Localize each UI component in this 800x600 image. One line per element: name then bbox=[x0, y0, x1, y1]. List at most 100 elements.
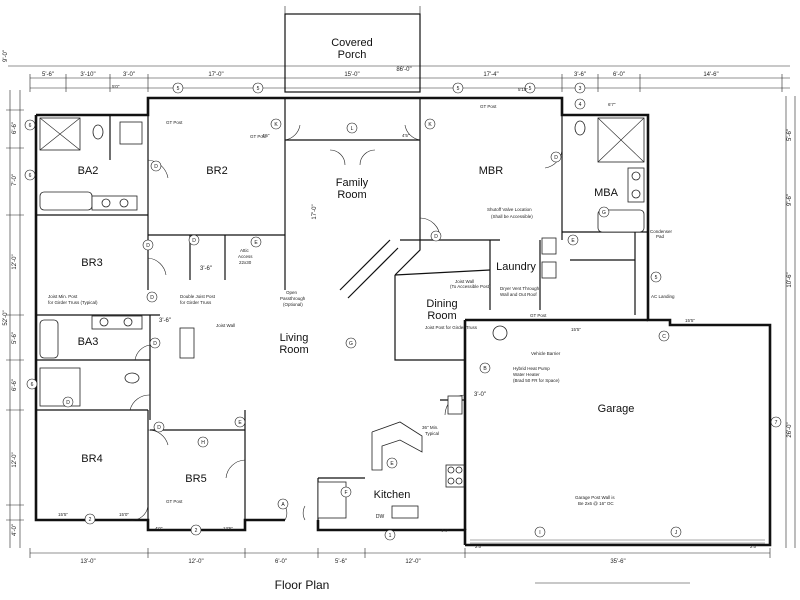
height-1: 5'0" bbox=[112, 84, 120, 89]
dim-bottom-5: 12'-0" bbox=[405, 559, 420, 565]
height-12: 4'4" bbox=[441, 528, 449, 533]
room-mba: MBA bbox=[594, 187, 619, 199]
tag-j: J bbox=[670, 526, 682, 538]
ba2-toilet bbox=[92, 124, 104, 140]
tag-5-5: 5 bbox=[650, 271, 662, 283]
svg-text:6: 6 bbox=[31, 382, 34, 388]
svg-text:D: D bbox=[154, 164, 158, 170]
dim-bottom-3: 6'-0" bbox=[275, 559, 287, 565]
fireplace bbox=[179, 327, 195, 359]
mba-tub bbox=[597, 209, 645, 233]
dim-left-1: 6'-6" bbox=[12, 122, 18, 134]
tag-4: 4 bbox=[574, 98, 586, 110]
room-living-2: Room bbox=[279, 344, 308, 356]
note-condenser-2: Pad bbox=[656, 234, 665, 239]
svg-text:D: D bbox=[192, 238, 196, 244]
dim-closet-width: 3'-6" bbox=[200, 266, 212, 272]
dim-top-4: 17'-0" bbox=[208, 72, 223, 78]
dim-top-6: 17'-4" bbox=[483, 72, 498, 78]
svg-text:5: 5 bbox=[457, 86, 460, 92]
note-condenser-1: Condenser bbox=[650, 229, 673, 234]
tag-d-5: D bbox=[149, 337, 161, 349]
tag-d-4: D bbox=[146, 291, 158, 303]
height-9: 15'0" bbox=[119, 512, 129, 517]
tag-6-1: 6 bbox=[24, 119, 36, 131]
svg-text:G: G bbox=[349, 341, 353, 347]
room-kitchen: Kitchen bbox=[374, 489, 411, 501]
tag-5-2: 5 bbox=[252, 82, 264, 94]
height-3: 5'10" bbox=[518, 87, 528, 92]
note-attic-1: Attic bbox=[240, 248, 250, 253]
note-dw: DW bbox=[376, 514, 385, 520]
note-kitchen-bar-2: Typical bbox=[425, 431, 439, 436]
svg-text:2: 2 bbox=[195, 528, 198, 534]
svg-text:6: 6 bbox=[29, 173, 32, 179]
floor-plan-title: Floor Plan bbox=[275, 578, 330, 592]
note-gt-post-mbr: GT Post bbox=[480, 104, 497, 109]
dim-bottom-1: 13'-0" bbox=[80, 559, 95, 565]
porch-label-line2: Porch bbox=[338, 49, 367, 61]
svg-text:5: 5 bbox=[655, 275, 658, 281]
tag-b: B bbox=[479, 362, 491, 374]
svg-text:D: D bbox=[146, 243, 150, 249]
dim-bath-width: 3'-6" bbox=[159, 318, 171, 324]
tag-7: 7 bbox=[770, 416, 782, 428]
garage-door bbox=[470, 539, 765, 544]
note-double-joist-1: Double Joist Post bbox=[180, 294, 216, 299]
height-5: 6'7" bbox=[608, 102, 616, 107]
note-kitchen-bar: 36" Min. bbox=[422, 425, 438, 430]
note-open-pass-2: Passthrough bbox=[280, 296, 306, 301]
room-br2: BR2 bbox=[206, 165, 227, 177]
note-wh-1: Hybrid Heat Pump bbox=[513, 366, 550, 371]
note-gt-post-br5: GT Post bbox=[166, 499, 183, 504]
mba-toilet bbox=[574, 120, 586, 136]
tag-e-3: E bbox=[234, 416, 246, 428]
room-br4: BR4 bbox=[81, 453, 102, 465]
tag-e-2: E bbox=[567, 234, 579, 246]
room-living-1: Living bbox=[280, 332, 309, 344]
svg-text:1: 1 bbox=[389, 533, 392, 539]
height-4: 4'5" bbox=[402, 133, 410, 138]
svg-text:E: E bbox=[238, 420, 242, 426]
footer: Floor Plan bbox=[275, 578, 690, 592]
bathroom-fixtures bbox=[39, 117, 645, 519]
svg-text:K: K bbox=[274, 122, 278, 128]
room-laundry: Laundry bbox=[496, 261, 536, 273]
dim-top-8: 6'-0" bbox=[613, 72, 625, 78]
tag-5-3: 5 bbox=[452, 82, 464, 94]
interior-dimensions: 17'-0" 3'-6" 3'-6" 3'-0" bbox=[159, 204, 486, 398]
height-10: 13'5" bbox=[223, 526, 233, 531]
height-2: 4'5" bbox=[262, 133, 270, 138]
svg-text:A: A bbox=[281, 502, 285, 508]
svg-text:5: 5 bbox=[529, 86, 532, 92]
room-ba2: BA2 bbox=[78, 165, 99, 177]
ba2-tub bbox=[39, 191, 93, 211]
dim-left-3: 7'-0" bbox=[12, 174, 18, 186]
tag-d-7: D bbox=[153, 421, 165, 433]
dim-top-3: 3'-0" bbox=[123, 72, 135, 78]
dim-family-depth: 17'-0" bbox=[312, 204, 318, 219]
room-br5: BR5 bbox=[185, 473, 206, 485]
note-gt-post-family: GT Post bbox=[250, 134, 267, 139]
top-dimension-lines: 86'-0" 5'-6" 3'-10" 3'-0" 17'-0" 15'-0" … bbox=[8, 65, 790, 92]
svg-text:E: E bbox=[571, 238, 575, 244]
tag-d-2: D bbox=[550, 151, 562, 163]
svg-text:E: E bbox=[390, 461, 394, 467]
water-heater bbox=[492, 325, 508, 341]
tag-6-2: 6 bbox=[24, 169, 36, 181]
svg-text:7: 7 bbox=[775, 420, 778, 426]
tag-e-1: E bbox=[250, 236, 262, 248]
note-double-joist-2: for Girder Truss bbox=[180, 300, 212, 305]
note-open-pass-1: Open bbox=[286, 290, 298, 295]
svg-text:H: H bbox=[201, 440, 205, 446]
svg-text:L: L bbox=[351, 126, 354, 132]
tag-i: I bbox=[534, 526, 546, 538]
svg-text:D: D bbox=[153, 341, 157, 347]
tag-h: H bbox=[197, 436, 209, 448]
tag-5-1: 5 bbox=[172, 82, 184, 94]
covered-porch: Covered Porch bbox=[284, 6, 421, 93]
window-door-tags: K K L D D D D D D D D D E E E E F G G H … bbox=[24, 82, 782, 541]
dim-top-1: 5'-6" bbox=[42, 72, 54, 78]
plan-annotations: GT Post GT Post GT Post Shutoff Valve Lo… bbox=[48, 104, 675, 520]
dim-right-1: 5'-6" bbox=[787, 129, 793, 141]
